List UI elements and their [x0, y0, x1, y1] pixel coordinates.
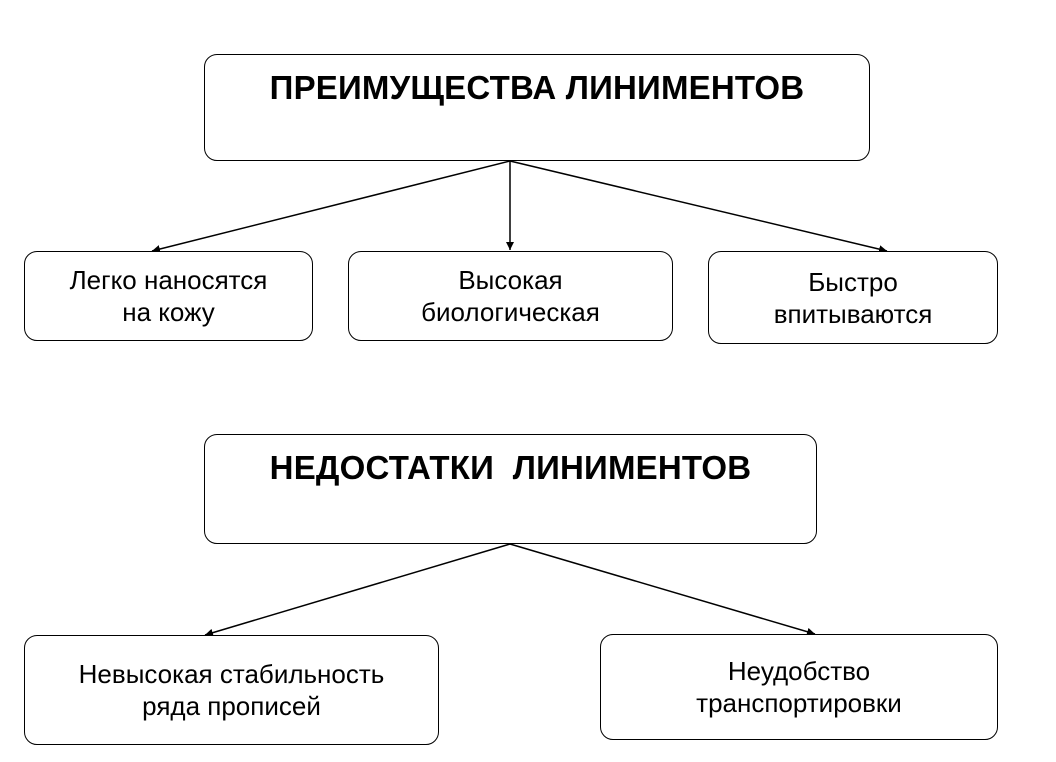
advantage-box-3: Быстро впитываются — [708, 251, 998, 344]
arrow-dis-2 — [509, 543, 816, 636]
advantage-text-2: Высокая биологическая — [421, 265, 600, 327]
advantage-text-1: Легко наносятся на кожу — [69, 265, 268, 327]
advantage-text-3: Быстро впитываются — [773, 266, 933, 329]
disadvantage-text-1: Невысокая стабильность ряда прописей — [78, 659, 385, 721]
advantage-box-2: Высокая биологическая — [348, 251, 673, 341]
arrow-adv-1 — [151, 160, 511, 253]
arrow-dis-1 — [204, 543, 511, 637]
disadvantages-title-box: НЕДОСТАТКИ ЛИНИМЕНТОВ — [204, 434, 817, 544]
advantages-title-box: ПРЕИМУЩЕСТВА ЛИНИМЕНТОВ — [204, 54, 870, 161]
disadvantage-box-2: Неудобство транспортировки — [600, 634, 998, 740]
disadvantage-text-2: Неудобство транспортировки — [696, 656, 902, 718]
disadvantage-box-1: Невысокая стабильность ряда прописей — [24, 635, 439, 745]
disadvantages-title: НЕДОСТАТКИ ЛИНИМЕНТОВ — [269, 449, 752, 486]
advantage-box-1: Легко наносятся на кожу — [24, 251, 313, 341]
arrow-adv-3 — [509, 160, 888, 254]
advantages-title: ПРЕИМУЩЕСТВА ЛИНИМЕНТОВ — [269, 69, 805, 106]
